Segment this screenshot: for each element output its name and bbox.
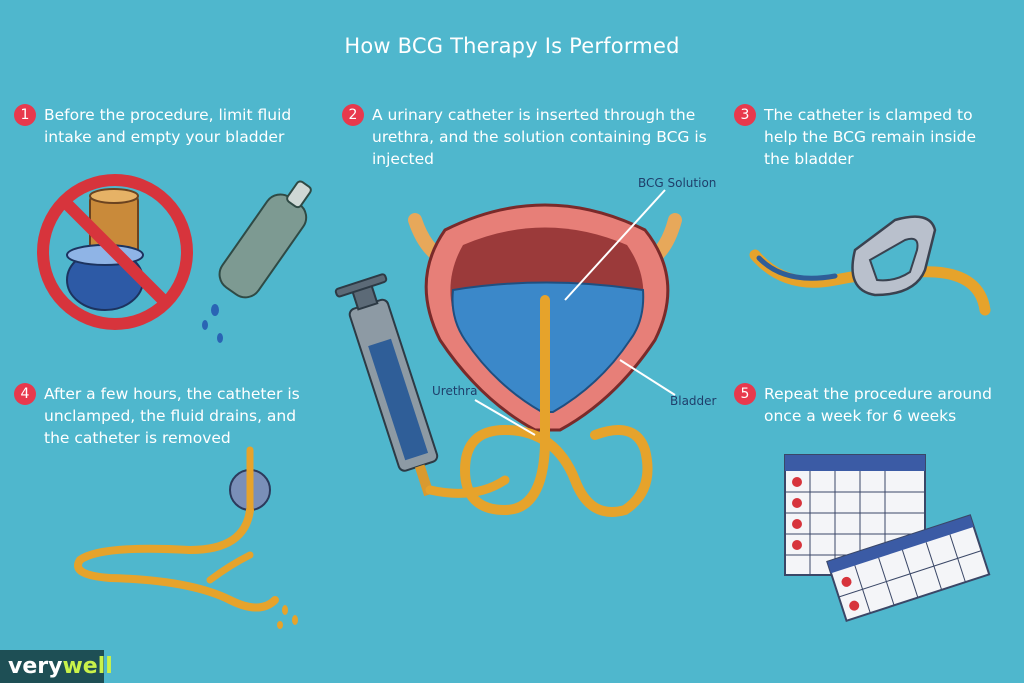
catheter-branch — [206, 551, 254, 584]
catheter-fluid — [756, 255, 838, 281]
page-title: How BCG Therapy Is Performed — [344, 34, 680, 58]
calendar-illustration — [784, 454, 991, 623]
clamped-catheter-illustration — [749, 215, 991, 316]
drip-drops-icon — [277, 605, 298, 629]
step-number-badge: 4 — [14, 383, 36, 405]
bladder-illustration — [334, 189, 682, 517]
prohibition-icon — [37, 174, 193, 330]
label-leaders — [474, 189, 676, 436]
step-text: Before the procedure, limit fluid intake… — [44, 106, 292, 146]
catheter-tube — [425, 295, 653, 517]
label-bladder: Bladder — [670, 394, 717, 408]
label-urethra: Urethra — [432, 384, 478, 398]
step-number-badge: 1 — [14, 104, 36, 126]
step-text: Repeat the procedure around once a week … — [764, 385, 992, 425]
logo-part-2: well — [62, 654, 113, 679]
logo-part-1: very — [8, 654, 63, 679]
water-drops-icon — [202, 304, 223, 343]
balloon-tip-icon — [229, 446, 271, 514]
bottle-icon — [218, 180, 312, 299]
label-bcg-solution: BCG Solution — [638, 176, 717, 190]
catheter-tube — [74, 506, 279, 612]
clamp-icon — [851, 215, 937, 297]
step-text: After a few hours, the catheter is uncla… — [44, 385, 300, 447]
syringe-icon — [334, 273, 439, 497]
step-3: 3 The catheter is clamped to help the BC… — [734, 104, 1004, 170]
step-2: 2 A urinary catheter is inserted through… — [342, 104, 712, 170]
step-text: A urinary catheter is inserted through t… — [372, 106, 707, 168]
step-5: 5 Repeat the procedure around once a wee… — [734, 383, 1014, 427]
step-number-badge: 3 — [734, 104, 756, 126]
step-number-badge: 5 — [734, 383, 756, 405]
step-number-badge: 2 — [342, 104, 364, 126]
calendar-icon — [826, 514, 991, 623]
removed-catheter-illustration — [74, 446, 298, 629]
step-1: 1 Before the procedure, limit fluid inta… — [14, 104, 314, 148]
step-4: 4 After a few hours, the catheter is unc… — [14, 383, 324, 449]
brand-logo: verywell — [0, 650, 113, 683]
step-text: The catheter is clamped to help the BCG … — [764, 106, 977, 168]
no-fluids-illustration — [37, 174, 312, 343]
